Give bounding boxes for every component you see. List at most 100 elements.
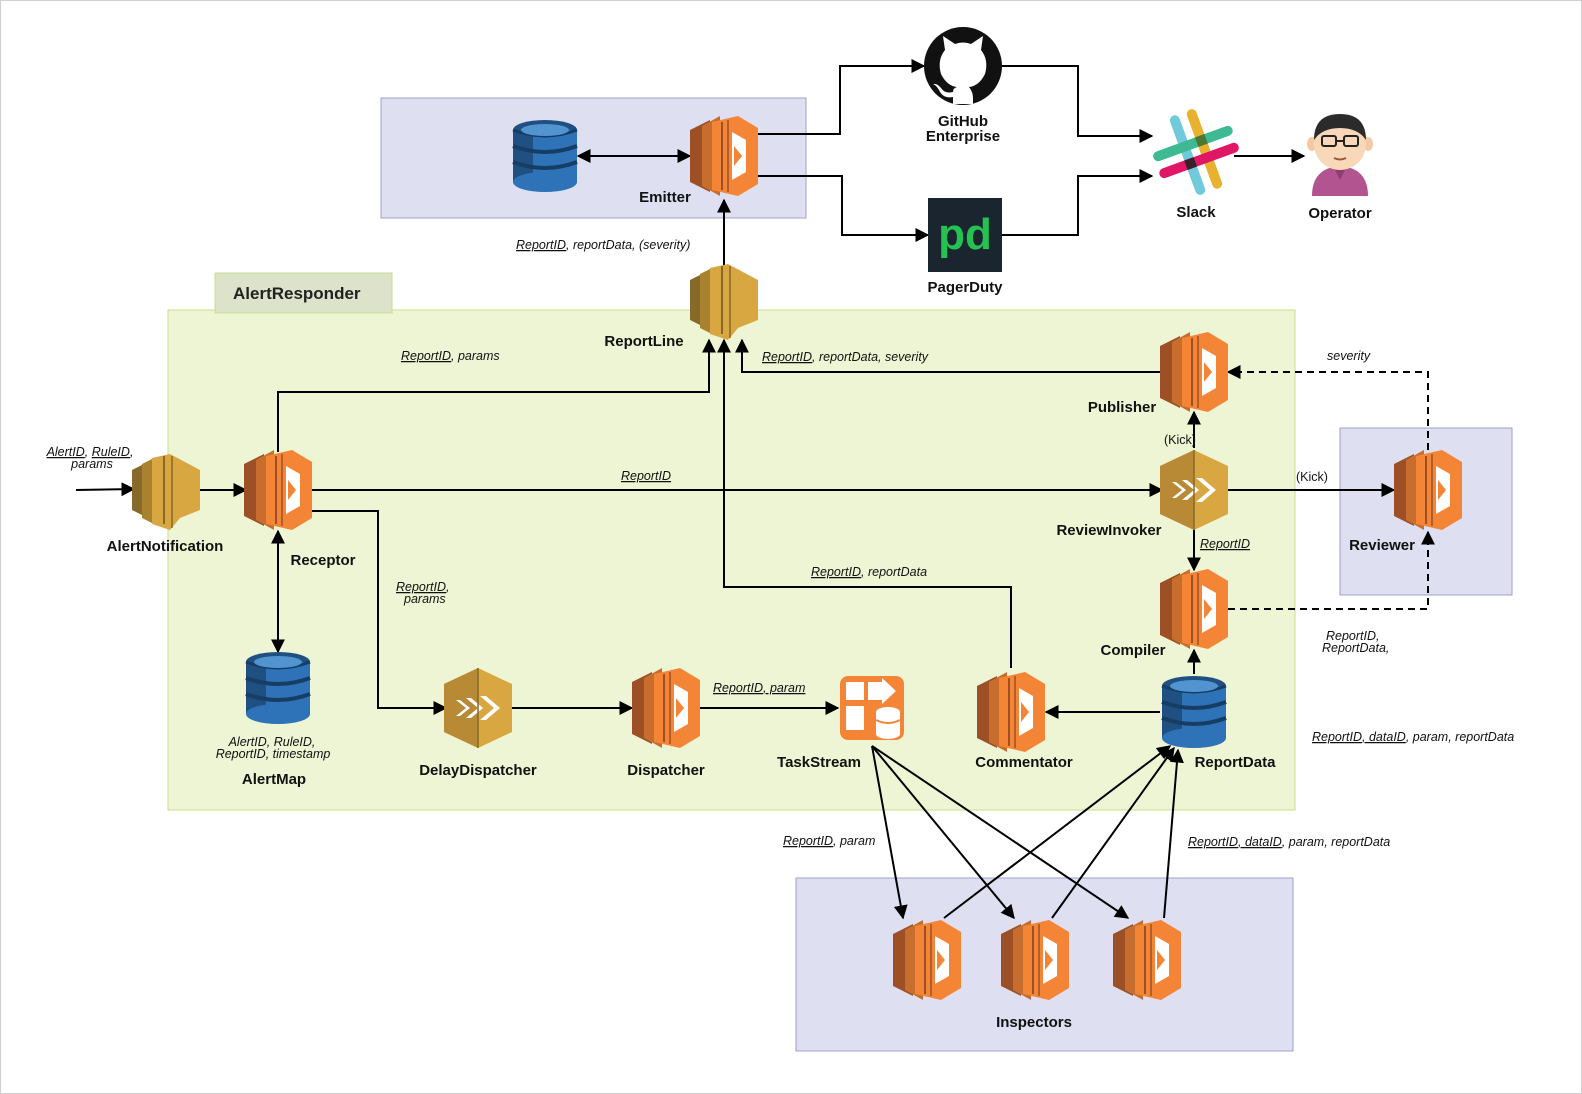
label-segment: , reportData, (severity) [566, 238, 690, 252]
edge-taskstream-inspector3 [871, 745, 1130, 919]
dispatcher-icon[interactable] [631, 667, 701, 749]
label-segment: ReportID [713, 681, 763, 695]
label-inspectors-reportdata: ReportID, dataID, param, reportData [1188, 835, 1390, 849]
reviewinvoker-icon[interactable] [1159, 449, 1229, 531]
label-segment: , param, reportData [1406, 730, 1514, 744]
edge-compiler-reviewer [1228, 530, 1435, 610]
label-input: AlertID, RuleID, [46, 445, 134, 459]
label-segment: , reportData [861, 565, 927, 579]
label-segment: , reportData, severity [812, 350, 929, 364]
label-reviewer-return-line2: ReportData, [1322, 641, 1389, 655]
inspector-1-icon[interactable] [892, 919, 962, 1001]
label-kick-publisher: (Kick) [1164, 433, 1196, 447]
alert-responder-group [167, 309, 1296, 811]
label-segment: ReportID [396, 580, 446, 594]
svg-text:pd: pd [938, 210, 992, 259]
label-kick-reviewer: (Kick) [1296, 470, 1328, 484]
label-segment: , param [833, 834, 875, 848]
edge-taskstream-inspector1 [871, 745, 908, 920]
label-receptor-reportline: ReportID, params [401, 349, 500, 363]
edge-commentator-reportline [717, 338, 1012, 668]
compiler-icon[interactable] [1159, 568, 1229, 650]
label-segment: ReportID [621, 469, 671, 483]
edge-inspector2-reportdata [1051, 746, 1175, 919]
label-segment: , [85, 445, 92, 459]
slack-label: Slack [1176, 204, 1216, 221]
commentator-icon[interactable] [976, 671, 1046, 753]
reviewinvoker-label: ReviewInvoker [1056, 522, 1161, 539]
edge-publisher-reportline [735, 338, 1160, 373]
label-invoker-compiler: ReportID [1200, 537, 1250, 551]
reviewer-icon[interactable] [1393, 449, 1463, 531]
edge-receptor-reportline [277, 338, 716, 452]
label-publisher-reportline: ReportID, reportData, severity [762, 350, 929, 364]
edge-taskstream-inspector2 [871, 745, 1015, 920]
label-segment: ReportID [762, 350, 812, 364]
inspector-2-icon[interactable] [1000, 919, 1070, 1001]
github-label-line2: Enterprise [926, 128, 1000, 145]
label-segment: , [446, 580, 449, 594]
label-severity: severity [1327, 349, 1371, 363]
label-segment: ReportID [516, 238, 566, 252]
receptor-icon[interactable] [243, 449, 313, 531]
label-reportdata-fields: ReportID, dataID, param, reportData [1312, 730, 1514, 744]
label-dispatcher-taskstream: ReportID, param [713, 681, 805, 695]
operator-label: Operator [1308, 205, 1372, 222]
label-segment: , [1376, 629, 1379, 643]
emitter-label: Emitter [639, 189, 691, 206]
label-segment: ReportID [783, 834, 833, 848]
edge-github-slack [1002, 65, 1154, 143]
compiler-label: Compiler [1100, 642, 1165, 659]
alert-responder-title: AlertResponder [233, 284, 361, 303]
label-receptor-delay: ReportID, [396, 580, 450, 594]
label-segment: , params [451, 349, 500, 363]
edge-receptor-delaydispatcher [312, 510, 448, 715]
emitter-icon[interactable] [689, 115, 759, 197]
edge-emitter-github [758, 59, 926, 135]
inspectors-label: Inspectors [996, 1014, 1072, 1031]
taskstream-icon[interactable] [840, 676, 904, 740]
emitter-db-icon[interactable] [511, 118, 579, 194]
label-segment: , param [763, 681, 805, 695]
edge-emitter-pagerduty [758, 175, 930, 242]
label-segment: ReportID [811, 565, 861, 579]
label-segment: , [1238, 835, 1245, 849]
edge-reviewer-publisher [1226, 365, 1429, 450]
label-segment: , [1362, 730, 1369, 744]
label-segment: AlertID [46, 445, 85, 459]
label-alertmap-fields-line2: ReportID, timestamp [216, 747, 331, 761]
label-to-emitter: ReportID, reportData, (severity) [516, 238, 690, 252]
label-segment: RuleID [92, 445, 130, 459]
reportdata-icon[interactable] [1160, 674, 1228, 750]
label-segment: ReportID [1188, 835, 1238, 849]
edge-input [75, 482, 136, 497]
operator-person-icon[interactable] [1307, 114, 1373, 196]
label-segment: , [130, 445, 133, 459]
taskstream-label: TaskStream [777, 754, 861, 771]
label-input-line2: params [70, 457, 113, 471]
edge-inspector3-reportdata [1163, 748, 1184, 919]
delaydispatcher-icon[interactable] [443, 667, 513, 749]
label-segment: , RuleID, [267, 735, 316, 749]
pagerduty-icon[interactable]: pd [928, 198, 1002, 272]
receptor-label: Receptor [290, 552, 355, 569]
github-label: GitHub [938, 113, 988, 130]
delaydispatcher-label: DelayDispatcher [419, 762, 537, 779]
slack-icon[interactable] [1142, 98, 1250, 206]
edge-pagerduty-slack [1002, 169, 1154, 236]
reportdata-label: ReportData [1195, 754, 1277, 771]
label-alertmap-fields: AlertID, RuleID, [228, 735, 316, 749]
label-segment: , param, reportData [1282, 835, 1390, 849]
label-taskstream-inspectors: ReportID, param [783, 834, 875, 848]
publisher-icon[interactable] [1159, 331, 1229, 413]
commentator-label: Commentator [975, 754, 1073, 771]
label-reviewer-return: ReportID, [1326, 629, 1380, 643]
reviewer-label: Reviewer [1349, 537, 1415, 554]
label-segment: dataID [1245, 835, 1282, 849]
alertmap-icon[interactable] [244, 650, 312, 726]
label-segment: AlertID [228, 735, 267, 749]
github-octocat-icon[interactable] [924, 27, 1002, 105]
alertmap-label: AlertMap [242, 771, 306, 788]
inspector-3-icon[interactable] [1112, 919, 1182, 1001]
